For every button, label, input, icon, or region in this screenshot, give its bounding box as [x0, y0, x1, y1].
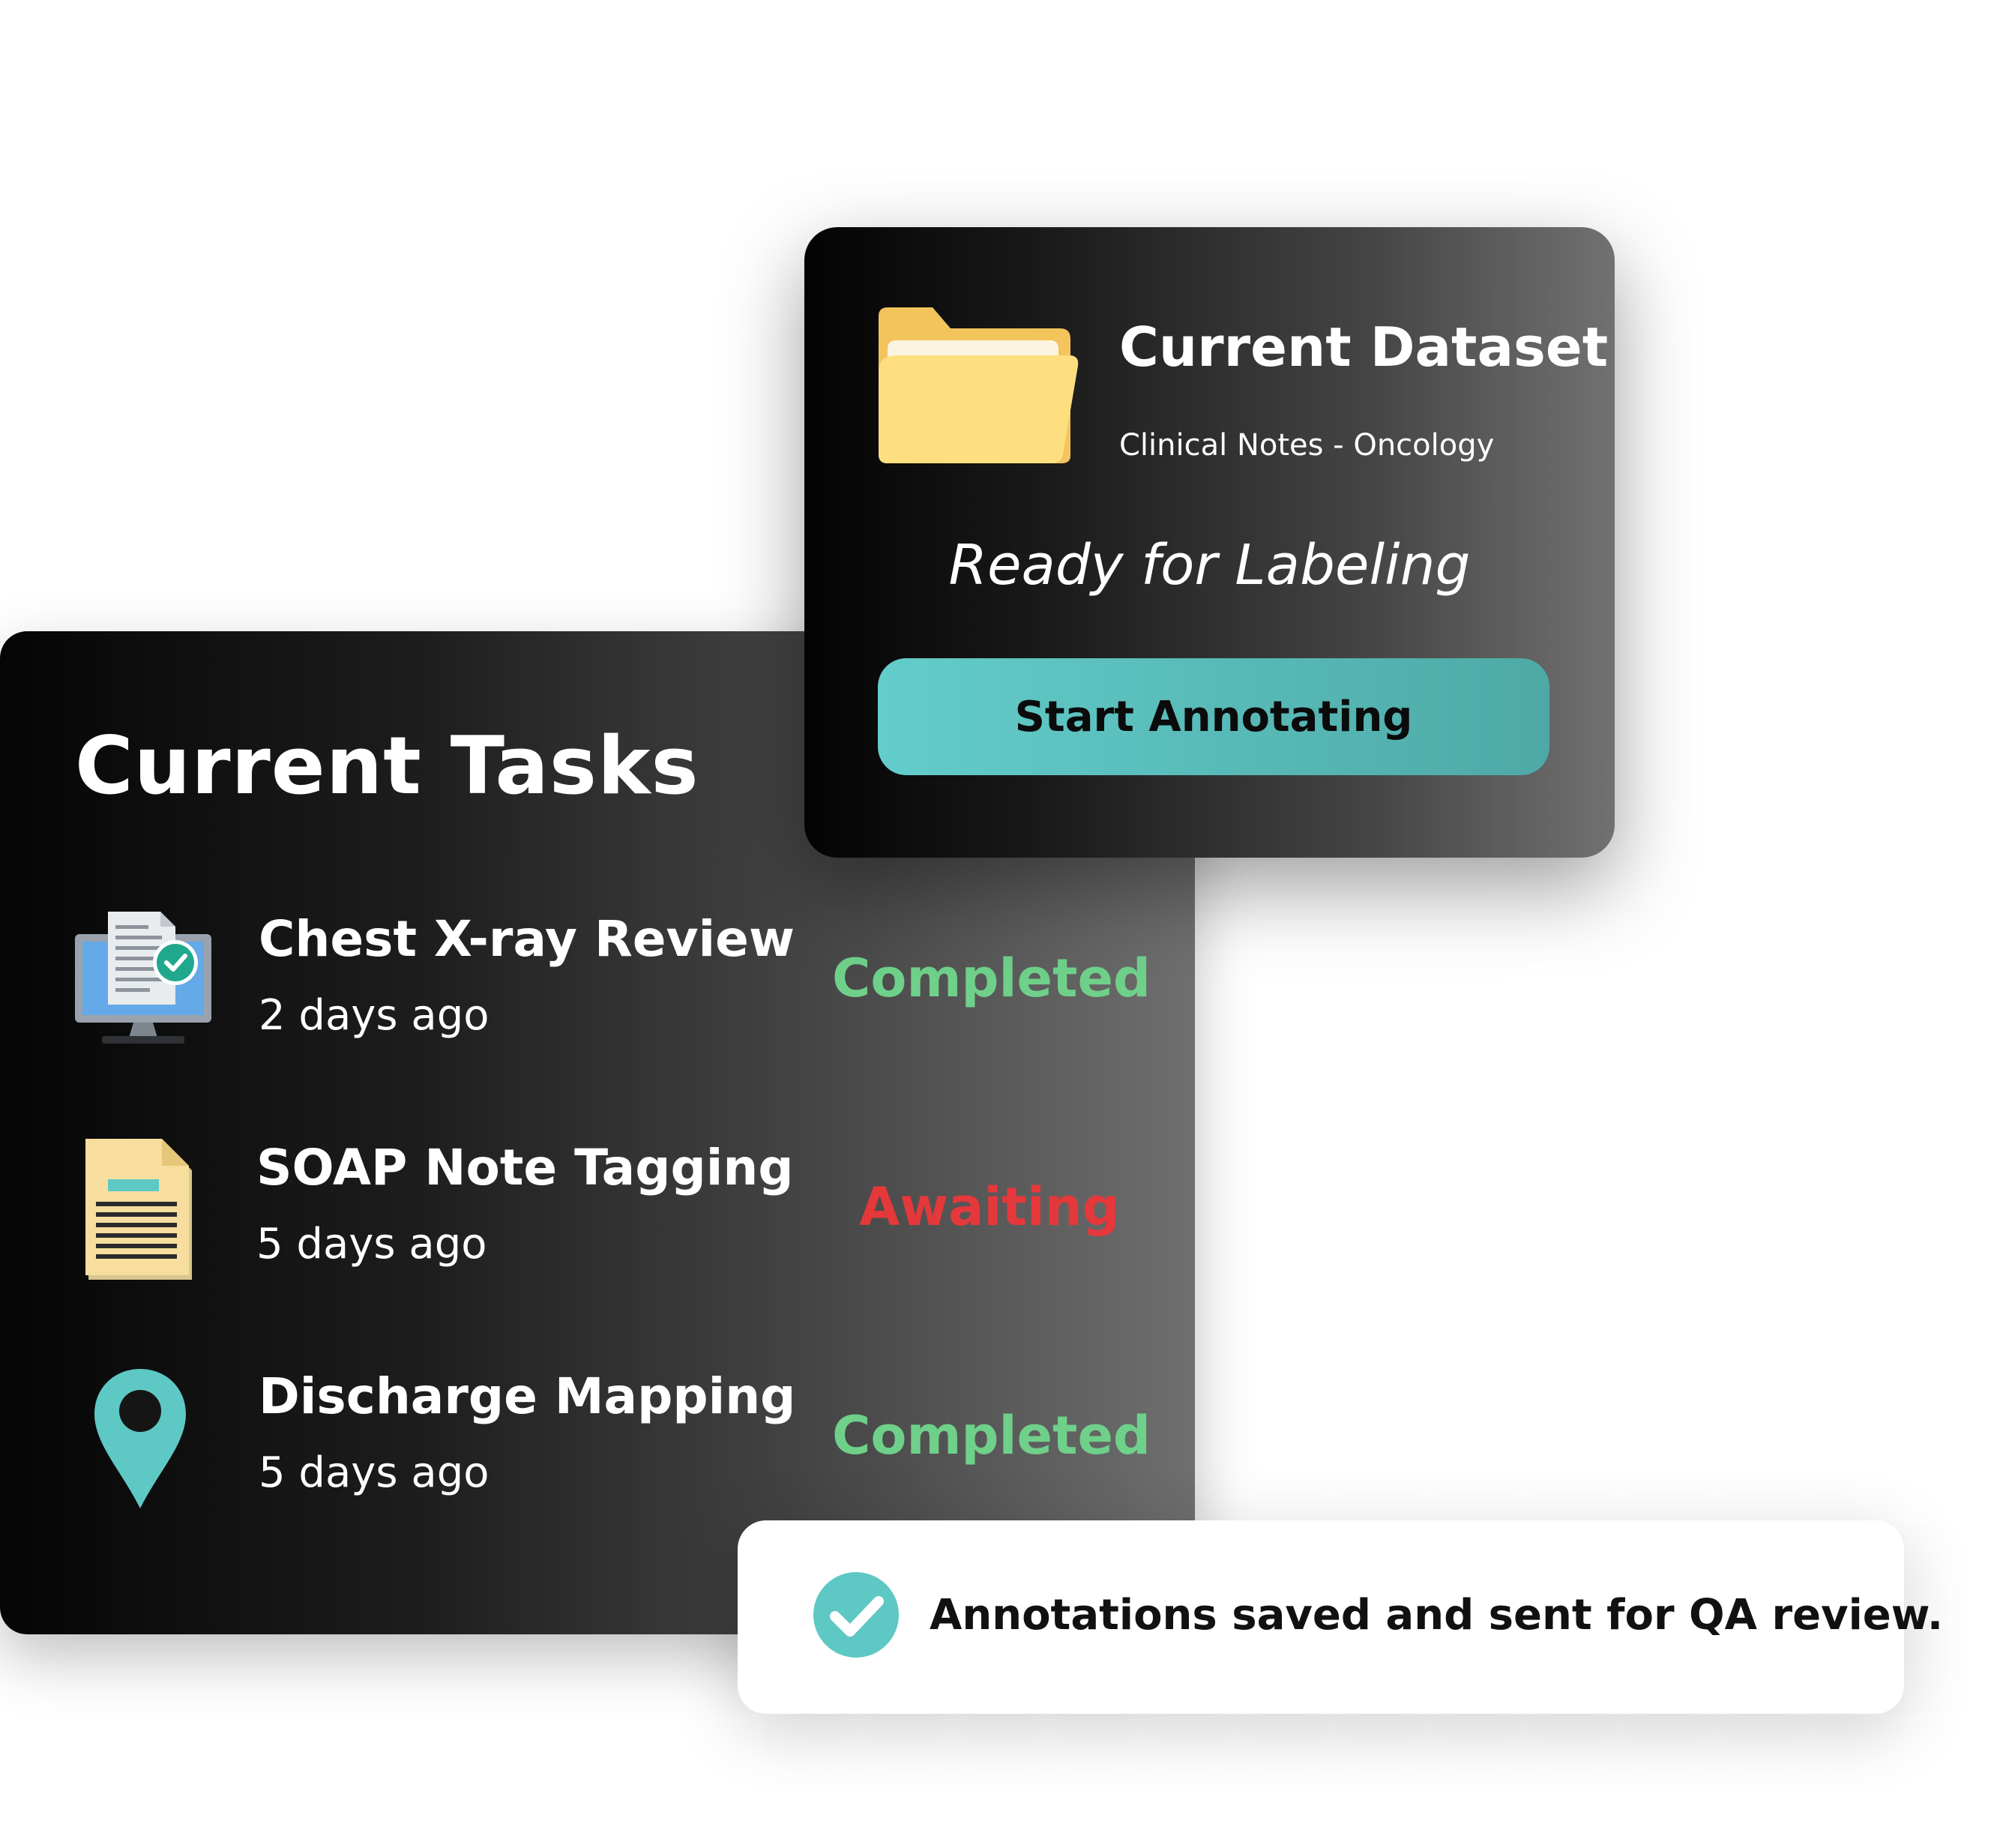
check-circle-icon: [813, 1571, 900, 1661]
document-icon: [84, 1137, 196, 1287]
task-time: 2 days ago: [259, 991, 490, 1040]
task-row[interactable]: Chest X-ray Review 2 days ago Completed: [0, 909, 1195, 1059]
task-row[interactable]: Discharge Mapping 5 days ago Completed: [0, 1366, 1195, 1516]
task-name: SOAP Note Tagging: [256, 1139, 794, 1197]
status-badge: Completed: [832, 1405, 1151, 1466]
task-name: Discharge Mapping: [259, 1367, 796, 1425]
dataset-status: Ready for Labeling: [948, 533, 1471, 598]
monitor-document-check-icon: [72, 909, 214, 1054]
status-badge: Awaiting: [859, 1176, 1120, 1238]
status-badge: Completed: [832, 948, 1151, 1009]
start-annotating-button[interactable]: Start Annotating: [878, 658, 1549, 775]
toast-message: Annotations saved and sent for QA review…: [930, 1591, 1944, 1640]
dataset-title: Current Dataset: [1119, 316, 1609, 379]
task-time: 5 days ago: [256, 1220, 487, 1268]
folder-icon: [877, 306, 1079, 468]
dataset-name: Clinical Notes - Oncology: [1119, 428, 1495, 463]
tasks-title: Current Tasks: [75, 720, 699, 812]
task-row[interactable]: SOAP Note Tagging 5 days ago Awaiting: [0, 1137, 1195, 1287]
task-time: 5 days ago: [259, 1448, 490, 1497]
save-confirmation-toast: Annotations saved and sent for QA review…: [738, 1520, 1943, 1714]
task-name: Chest X-ray Review: [259, 910, 795, 968]
current-dataset-card: Current Dataset Clinical Notes - Oncolog…: [804, 227, 1615, 858]
map-pin-icon: [91, 1366, 189, 1516]
